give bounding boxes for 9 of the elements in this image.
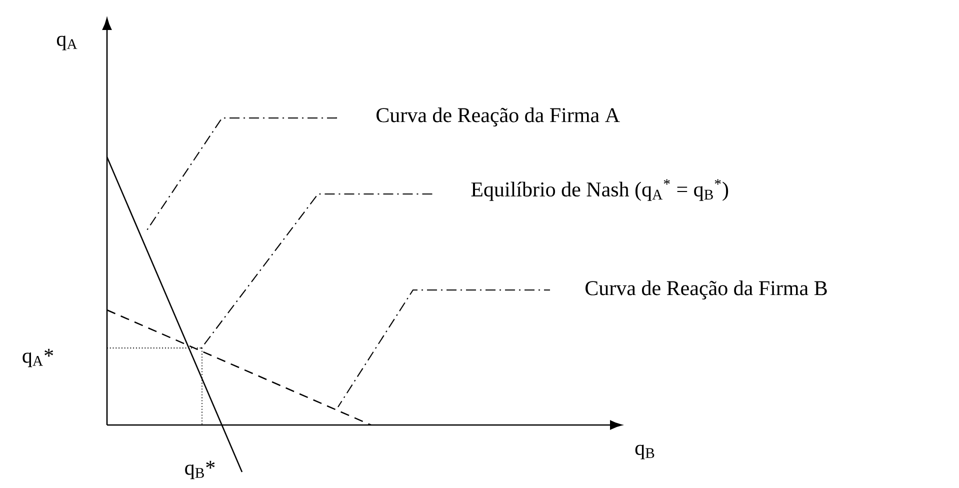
- leader-line: [200, 193, 433, 350]
- leader-line: [338, 289, 551, 408]
- curve-label: Curva de Reação da Firma B: [586, 280, 827, 300]
- axis-label: q$_{A}$*: [22, 348, 54, 368]
- axis-label: q$_{B}$*: [185, 460, 215, 480]
- axis-label: q$_{A}$: [56, 36, 78, 50]
- curve-label: Equilíbrio de Nash (q$_{A}$$^{*}$ = q$_{B}$$^{*}$): [471, 179, 728, 201]
- curve-label: Curva de Reação da Firma A: [376, 107, 620, 127]
- axis-label: q$_{B}$: [635, 444, 654, 460]
